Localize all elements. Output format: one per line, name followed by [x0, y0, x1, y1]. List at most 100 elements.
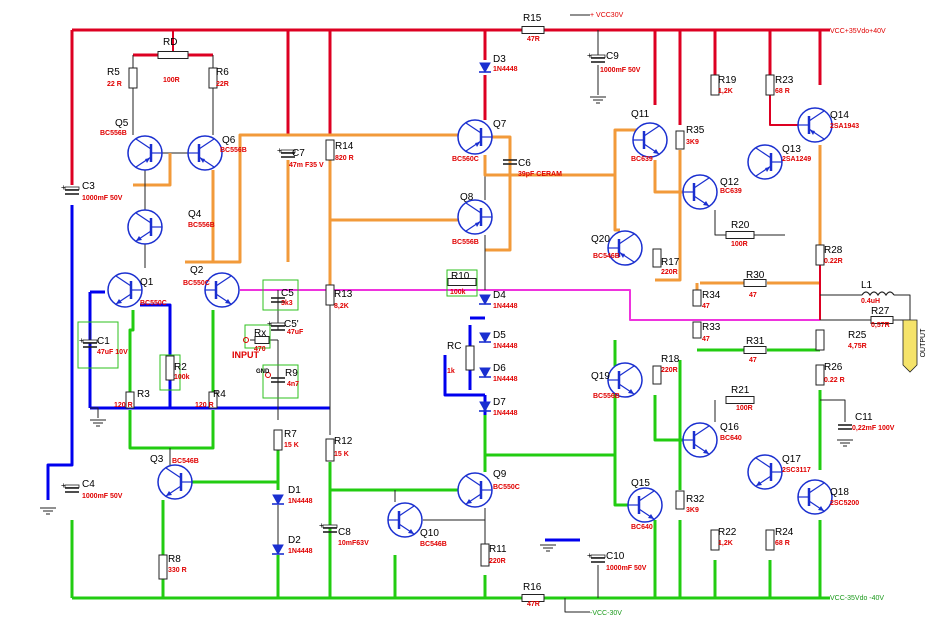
diode-body	[479, 332, 491, 344]
r18-resistor	[652, 365, 662, 385]
ground-left-bus	[46, 205, 74, 500]
transistor-collector	[198, 138, 215, 150]
diode-body	[479, 294, 491, 306]
c3-value-label: 1000mF 50V	[82, 195, 123, 202]
plus-sign: +	[267, 319, 272, 328]
r22-ref-label: R22	[718, 527, 737, 538]
input-label: INPUT	[232, 350, 260, 360]
c11-lead	[820, 399, 846, 422]
plus-sign: +	[587, 551, 592, 560]
transistor-arrow	[475, 142, 480, 147]
q5-transistor	[127, 135, 163, 171]
q18-transistor	[797, 479, 833, 515]
r35-resistor	[675, 130, 685, 150]
r21-resistor	[725, 396, 755, 404]
r32-ref-label: R32	[686, 494, 705, 505]
r25-resistor	[815, 329, 825, 351]
c1-value-label: 47uF 10V	[97, 349, 128, 356]
cap-plate-box	[322, 524, 338, 528]
r25-ref-label: R25	[848, 330, 867, 341]
q11-ref-label: Q11	[631, 109, 650, 120]
transistor-collector	[808, 110, 825, 122]
q17-transistor	[747, 454, 783, 490]
d5-ref-label: D5	[493, 330, 506, 341]
q3-value-label: BC546B	[172, 458, 199, 465]
cap-plate-box	[270, 322, 286, 326]
d2-value-label: 1N4448	[288, 548, 313, 555]
q10-ref-label: Q10	[420, 528, 439, 539]
vas-q20	[613, 175, 620, 232]
r12-value-label: 15 K	[334, 451, 349, 458]
q7-ref-label: Q7	[493, 119, 507, 130]
q6-ref-label: Q6	[222, 135, 236, 146]
r33-ref-label: R33	[702, 322, 721, 333]
r15-value-label: 47R	[527, 36, 540, 43]
input-terminal	[243, 337, 249, 343]
c8-value-label: 10mF63V	[338, 540, 369, 547]
transistor-arrow	[225, 299, 231, 304]
r15-ref-label: R15	[523, 13, 542, 24]
c10-value-label: 1000mF 50V	[606, 565, 647, 572]
r4-resistor	[208, 391, 218, 409]
q20-value-label: BC546B	[593, 253, 620, 260]
diode-body	[272, 544, 284, 556]
ground-left	[40, 507, 56, 515]
d3-value-label: 1N4448	[493, 66, 518, 73]
r13-value-label: 8,2K	[334, 303, 349, 310]
r5-resistor	[128, 67, 138, 89]
c7-ref-label: C7	[292, 148, 305, 159]
q7-transistor	[457, 119, 493, 155]
r14-ref-label: R14	[335, 141, 354, 152]
r32-resistor	[675, 490, 685, 510]
r33-resistor	[692, 321, 702, 339]
c5-highlight	[262, 279, 299, 311]
r31-resistor	[743, 346, 767, 354]
r34-resistor	[692, 289, 702, 307]
q10-transistor	[387, 502, 423, 538]
d7-value-label: 1N4448	[493, 410, 518, 417]
ground-c11	[837, 439, 853, 447]
r21-value-label: 100R	[736, 405, 753, 412]
cap-plate-box	[82, 339, 98, 343]
q16-ref-label: Q16	[720, 422, 739, 433]
r18-value-label: 220R	[661, 367, 678, 374]
c4-capacitor	[64, 484, 80, 493]
q20-ref-label: Q20	[591, 234, 610, 245]
r24-value-label: 68 R	[775, 540, 790, 547]
d4-value-label: 1N4448	[493, 303, 518, 310]
d6-ref-label: D6	[493, 363, 506, 374]
diode-body	[272, 494, 284, 506]
d1-diode	[272, 494, 284, 506]
plus-sign: +	[79, 336, 84, 345]
c1-capacitor	[82, 339, 98, 348]
q18-value-label: 2SC5200	[830, 500, 859, 507]
plus-sign: +	[587, 51, 592, 60]
q16-transistor	[682, 422, 718, 458]
c4-ref-label: C4	[82, 479, 95, 490]
q12-ref-label: Q12	[720, 177, 739, 188]
q8-value-label: BC556B	[452, 239, 479, 246]
q19-value-label: BC556B	[593, 393, 620, 400]
r10-resistor	[447, 278, 477, 286]
q13-ref-label: Q13	[782, 144, 801, 155]
r9-ref-label: R9	[285, 368, 298, 379]
r26-ref-label: R26	[824, 362, 843, 373]
c11-capacitor	[838, 424, 852, 430]
c6-ref-label: C6	[518, 158, 531, 169]
q2-value-label: BC550C	[183, 280, 210, 287]
rx-ref-label: Rx	[254, 328, 266, 339]
ground-c1	[90, 419, 106, 427]
transistor-arrow	[810, 130, 815, 135]
cap-plate-box	[64, 186, 80, 190]
d3-diode	[479, 62, 491, 74]
transistor-collector	[465, 202, 482, 214]
tail-join	[128, 410, 215, 450]
q14-value-label: 2SA1943	[830, 123, 859, 130]
r26-value-label: 0.22 R	[824, 377, 845, 384]
q11-transistor	[632, 122, 668, 158]
transistor-arrow	[648, 514, 654, 519]
vcc-output-positive-label: VCC+35Vdo+40V	[830, 28, 886, 35]
r12-resistor	[325, 438, 335, 462]
c1-ground	[90, 407, 99, 418]
transistor-collector	[638, 490, 655, 502]
